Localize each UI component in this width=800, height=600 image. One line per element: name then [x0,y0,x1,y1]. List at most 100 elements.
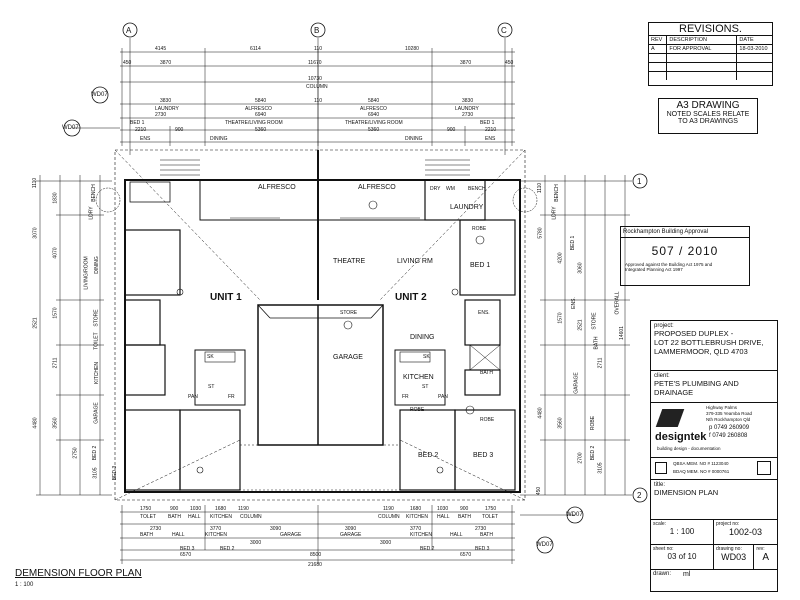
dim-text: 5360 [368,127,380,133]
dim-text: ENS. [570,297,577,309]
dim-text: 1110 [537,182,544,194]
project-no-label: project no: [716,521,740,527]
dim-text: 3560 [557,417,564,429]
sheet-row: sheet no: 03 of 10 drawing no: WD03 rev:… [651,545,777,570]
dim-text: 3770 [410,526,422,532]
room-kitchen: KITCHEN [403,374,434,381]
room-alfresco: ALFRESCO [258,184,296,191]
dim-text: BED 2 [420,546,435,552]
dim-text: 2521 [577,319,584,331]
sheet-cell: sheet no: 03 of 10 [651,545,714,569]
dim-text: 2210 [135,127,147,133]
dim-text: BENCH [90,184,97,202]
dim-text: 450 [536,486,543,496]
bdaq-number: BDAQ MEM. NO # 0000761 [673,469,730,474]
room-theatre: THEATRE [333,258,366,265]
dim-text: COLUMN [378,514,400,520]
grid-label-c: C [501,26,507,35]
project-no-cell: project no: 1002-03 [714,520,777,544]
dim-text: 1750 [140,506,152,512]
dim-text: 110 [314,98,322,104]
house-icon [655,462,667,474]
dim-text: COLUMN [306,84,328,90]
dim-text: 3070 [32,227,39,239]
revision-row [649,53,772,62]
dim-text: 2521 [32,317,39,329]
dim-text: 3560 [52,417,59,429]
company-phone: p 0749 260909 [709,425,750,431]
dim-text: BED 2 [92,445,99,461]
dim-text: 6940 [368,112,380,118]
dim-text: 2730 [155,112,167,118]
dim-text: TOILET [93,332,100,350]
dim-text: 10280 [405,46,419,52]
dim-text: KITCHEN [210,514,232,520]
dim-text: HALL [437,514,450,520]
dim-text: BENCH [553,184,560,202]
plan-caption-scale: 1 : 100 [15,582,34,588]
membership-section: QBSA MEM. NO # 1123040 BDAQ MEM. NO # 00… [651,458,777,480]
dim-text: GARAGE [573,372,580,394]
description-cell: FOR APPROVAL [667,45,738,53]
dim-text: BATH [480,532,493,538]
dim-text: KITCHEN [410,532,432,538]
dim-text: BED 1 [480,120,495,126]
dim-text: 3105 [597,462,604,474]
drawing-no-label: drawing no: [716,546,742,552]
dim-text: 1680 [410,506,422,512]
dim-text: BATH [140,532,153,538]
project-line2: LOT 22 BOTTLEBRUSH DRIVE, [654,338,764,347]
dim-text: 3770 [210,526,222,532]
dim-text: DINING [210,136,228,142]
revisions-header-row: REV DESCRIPTION DATE [649,35,772,44]
company-tagline: building design - documentation [657,446,721,451]
approval-number: 507 / 2010 [651,244,719,258]
grid-label-2: 2 [637,491,642,500]
room-alfresco: ALFRESCO [358,184,396,191]
dim-text: 450 [123,60,132,66]
dim-text: ENS [140,136,151,142]
dim-text: 900 [447,127,456,133]
section-ref-wd07: WD07 [62,125,79,131]
dim-text: 4145 [155,46,167,52]
revision-row: A FOR APPROVAL 18-03-2010 [649,44,772,53]
project-no-value: 1002-03 [728,527,763,537]
dim-text: 1190 [238,506,249,512]
dim-text: 6114 [250,46,261,52]
dim-text: 900 [175,127,184,133]
dim-text: 900 [460,506,469,512]
dim-text: 1030 [437,506,449,512]
dim-text: 110 [314,46,322,52]
sheet-label: sheet no: [653,546,674,552]
dim-text: ALFRESCO [245,106,272,112]
dim-text: 6570 [460,552,472,558]
dim-text: 4480 [32,417,39,429]
room-pan: PAN [438,394,448,400]
dim-text: 2750 [72,447,79,459]
grid-label-b: B [314,26,320,35]
dim-text: ENS [485,136,496,142]
revisions-table: REVISIONS. REV DESCRIPTION DATE A FOR AP… [648,22,773,86]
dim-text: LIVING/ROOM [83,256,90,290]
dim-text: 5840 [368,98,380,104]
dim-text: LDRY [551,206,558,220]
scale-label: scale: [653,521,667,527]
dim-text: 4070 [52,247,59,259]
dim-text: 5780 [537,227,544,239]
dim-text: DINING [93,256,100,274]
room-dry: DRY [430,186,441,192]
dim-text: DINING [405,136,423,142]
dim-text: HALL [172,532,185,538]
dim-text: BED 2 [590,445,597,461]
dim-text: 4200 [557,252,564,264]
drawing-title-section: title: DIMENSION PLAN [651,480,777,520]
unit-1-label: UNIT 1 [210,292,242,303]
dim-text: 450 [505,60,514,66]
room-laundry: LAUNDRY [450,204,484,211]
dim-text: BATH [458,514,471,520]
client-section: client: PETE'S PLUMBING AND DRAINAGE [651,371,777,403]
a3-drawing-note: A3 DRAWING NOTED SCALES RELATE TO A3 DRA… [658,98,758,134]
dim-text: 5360 [255,127,267,133]
dim-text: 1570 [52,307,59,319]
